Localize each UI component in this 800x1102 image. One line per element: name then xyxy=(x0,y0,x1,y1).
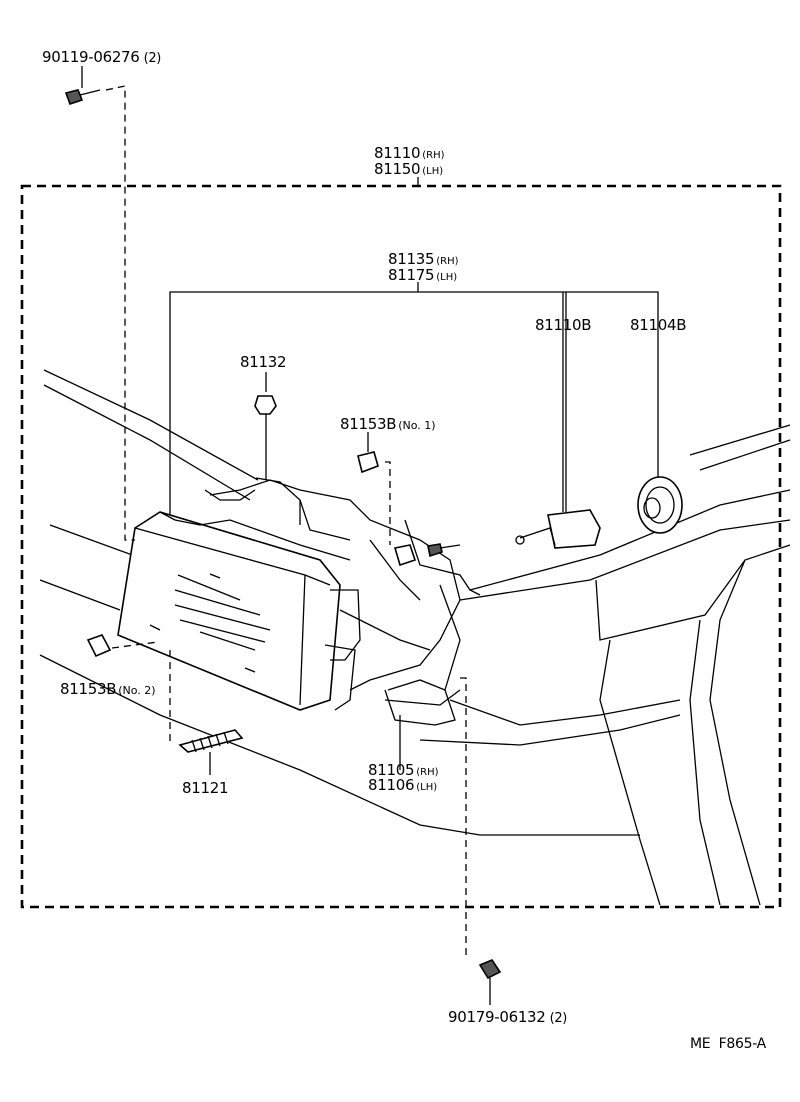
clip-label: 81132 xyxy=(240,353,287,371)
unit-rh-part: 81135 xyxy=(388,250,435,268)
adjuster-1-label: 81153B(No. 1) xyxy=(340,416,436,434)
unit-bracket-line xyxy=(169,291,659,520)
assembly-lh-part: 81150 xyxy=(374,160,421,178)
socket-label: 81104B xyxy=(630,316,687,334)
bracket-rh-part: 81105 xyxy=(368,761,415,779)
unit-rh-label: 81135(RH) xyxy=(388,251,459,270)
adjuster-2-part: 81153B xyxy=(60,680,117,698)
bulb-81110b xyxy=(515,509,601,549)
adjuster-2-label: 81153B(No. 2) xyxy=(60,681,156,699)
harness-bracket xyxy=(384,519,481,770)
spring-label: 81121 xyxy=(182,779,229,797)
assembly-rh-label: 81110(RH) xyxy=(374,145,445,164)
adjuster-no1 xyxy=(357,451,461,567)
adjuster-1-part: 81153B xyxy=(340,415,397,433)
assembly-rh-part: 81110 xyxy=(374,144,421,162)
assembly-lh-label: 81150(LH) xyxy=(374,161,443,180)
assembly-rh-tag: (RH) xyxy=(422,150,445,161)
spring-81121 xyxy=(169,650,244,775)
nut-bottom-part: 90179-06132 xyxy=(448,1008,546,1026)
lens-pattern xyxy=(149,573,271,673)
adjuster-1-note: (No. 1) xyxy=(398,419,436,432)
assembly-lh-tag: (LH) xyxy=(422,166,444,177)
bracket-rh-tag: (RH) xyxy=(416,767,439,778)
bolt-top xyxy=(64,66,135,541)
bolt-top-part: 90119-06276 xyxy=(42,48,140,66)
unit-lh-tag: (LH) xyxy=(436,272,458,283)
unit-lh-label: 81175(LH) xyxy=(388,267,457,286)
bracket-rh-label: 81105(RH) xyxy=(368,762,439,781)
bulb-label: 81110B xyxy=(535,316,592,334)
nut-bottom-label: 90179-06132(2) xyxy=(448,1009,567,1027)
assembly-frame xyxy=(20,184,782,909)
bolt-top-qty: (2) xyxy=(143,51,162,66)
figure-code: ME F865-A xyxy=(690,1036,766,1052)
adjuster-no2 xyxy=(86,634,159,658)
nut-bottom xyxy=(460,677,502,1005)
adjuster-2-note: (No. 2) xyxy=(118,684,156,697)
headlamp-housing xyxy=(117,477,461,711)
bracket-lh-part: 81106 xyxy=(368,776,415,794)
unit-rh-tag: (RH) xyxy=(436,256,459,267)
bolt-top-label: 90119-06276(2) xyxy=(42,49,161,67)
unit-lh-part: 81175 xyxy=(388,266,435,284)
vehicle-body-outline xyxy=(39,369,791,906)
nut-bottom-qty: (2) xyxy=(549,1011,568,1026)
socket-81104b xyxy=(637,476,683,534)
clip-81132 xyxy=(254,395,277,480)
bracket-lh-label: 81106(LH) xyxy=(368,777,437,796)
bracket-lh-tag: (LH) xyxy=(416,782,438,793)
